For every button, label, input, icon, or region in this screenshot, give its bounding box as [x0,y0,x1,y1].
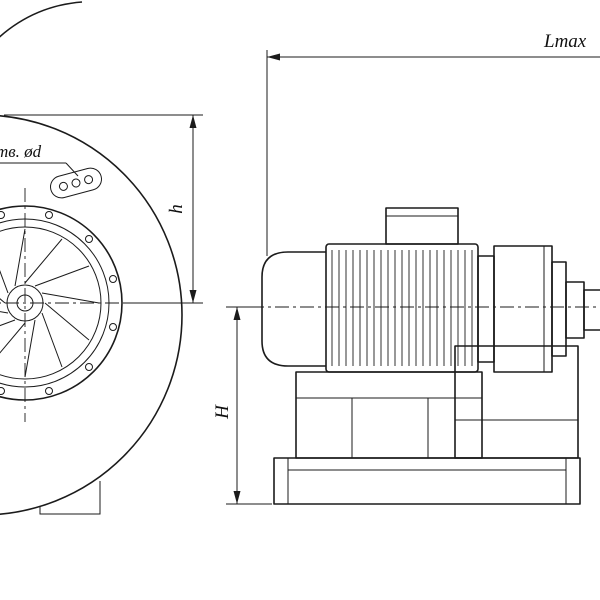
shaft-bore [16,294,34,312]
bearing-housing [551,261,567,357]
shaft-to-fan [583,289,600,331]
flange-bolt-holes [0,211,117,395]
base-frame [273,457,581,505]
motor-support [295,371,483,459]
H-arrow-bottom [233,491,241,504]
motor-end-bell [261,251,326,367]
electric-motor [261,207,479,373]
volute-casing-circle [0,115,183,515]
holes-note: тв. ød [0,142,79,177]
holes-note-leader [65,162,79,177]
impeller [0,228,100,378]
coupling-assembly [477,245,600,373]
motor-cooling-fins [331,250,473,366]
bearing-pedestal [454,345,579,459]
shaft-step [565,281,585,339]
h-arrow-top [189,115,197,128]
fan-motor-side-view: Lmax H [212,31,600,505]
impeller-blades [0,228,100,378]
holes-note-label: тв. ød [0,142,42,161]
H-arrow-top [233,307,241,320]
casing-foot [39,481,101,515]
inlet-flange [0,205,123,401]
terminal-box [385,207,459,245]
coupling-housing [493,245,553,373]
h-arrow-bottom [189,290,197,303]
H-label: H [212,404,233,420]
lmax-arrow-left [267,53,280,61]
fan-front-view: тв. ød h [0,1,203,515]
dimension-lmax: Lmax [266,31,600,256]
volute-outlet-arc [0,1,83,38]
dimension-H: H [212,306,272,505]
mounting-lug [50,167,102,199]
impeller-hub [6,284,44,322]
dimension-h: h [4,114,203,304]
lmax-label: Lmax [543,31,587,52]
h-label: h [166,204,187,214]
